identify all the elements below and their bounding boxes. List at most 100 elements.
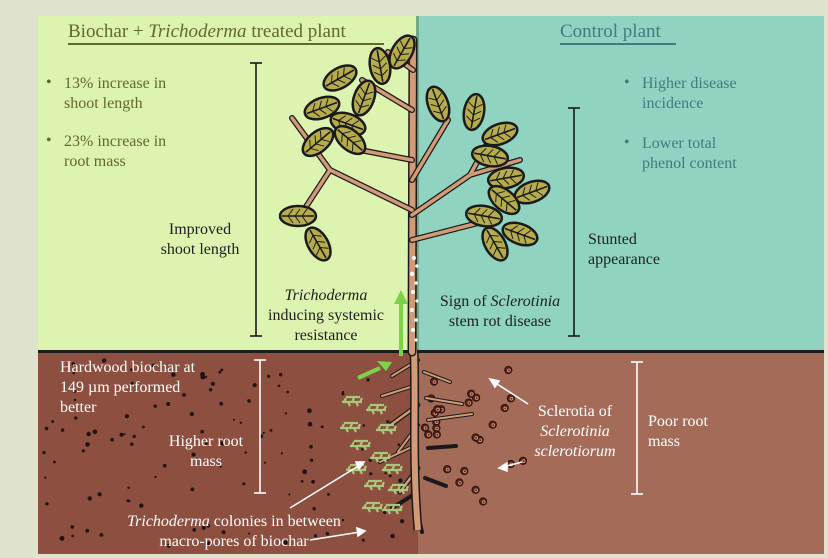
stat-line: shoot length <box>64 94 166 114</box>
sclerotium-body <box>507 395 514 402</box>
biochar-particle <box>200 372 205 377</box>
biochar-particle <box>211 382 215 386</box>
colonies-label: Trichoderma colonies in between macro-po… <box>112 512 356 552</box>
biochar-particle <box>44 477 46 479</box>
sclerotium <box>461 467 468 474</box>
hyphae-cluster <box>362 503 382 512</box>
sclerotium <box>425 431 432 438</box>
biochar-particle <box>309 445 313 449</box>
leaf <box>461 93 487 132</box>
biochar-particle <box>120 433 124 437</box>
poor-root-bar <box>631 362 643 494</box>
hyphae-cluster <box>342 397 362 406</box>
treated-plant-heading: Biochar + Trichoderma treated plant <box>68 20 346 44</box>
biochar-particle <box>386 420 389 423</box>
biochar-particle <box>313 507 316 510</box>
sclerotium-body <box>465 399 472 406</box>
biochar-particle <box>367 378 370 381</box>
control-plant-heading: Control plant <box>560 20 661 44</box>
biochar-particle <box>60 536 65 541</box>
biochar-particle <box>398 479 402 483</box>
sclerotium <box>465 399 472 406</box>
biochar-particle <box>327 493 330 496</box>
biochar-particle <box>126 499 129 502</box>
systemic-resistance-label: Trichoderma inducing systemic resistance <box>262 286 390 346</box>
biochar-particle <box>219 402 223 406</box>
biochar-particle <box>389 474 392 477</box>
biochar-particle <box>233 419 235 421</box>
sclerotium <box>472 486 479 493</box>
label-line: colonies in between <box>210 513 341 530</box>
biochar-particle <box>142 426 145 429</box>
leaf <box>280 206 316 226</box>
stat-line: incidence <box>642 94 737 114</box>
stat-line: phenol content <box>642 154 737 174</box>
leaf <box>348 78 379 119</box>
biochar-particle <box>267 375 270 378</box>
stat-line: Higher disease <box>642 74 737 94</box>
label-line: Hardwood biochar at <box>60 358 195 378</box>
heading-text-rest: treated plant <box>247 21 346 42</box>
disease-incidence-stat: Higher disease incidence <box>642 74 737 114</box>
stat-line: 23% increase in <box>64 132 166 152</box>
hyphae-cluster <box>350 441 370 450</box>
bullet-glyph: • <box>624 134 630 152</box>
sclerotium-body <box>425 431 432 438</box>
label-line: Sclerotia of <box>520 402 630 422</box>
biochar-particle <box>71 525 75 529</box>
biochar-particle <box>88 496 92 500</box>
sclerotium <box>489 421 496 428</box>
biochar-particle <box>321 425 324 428</box>
taproot <box>414 350 418 530</box>
sclerotium-body <box>472 486 479 493</box>
biochar-particle <box>270 429 273 432</box>
leaf <box>300 223 335 264</box>
sclerotia-label: Sclerotia of Sclerotinia sclerotiorum <box>520 402 630 462</box>
hyphae-cluster <box>340 423 360 432</box>
biochar-particle <box>247 399 251 403</box>
biochar-particle <box>123 433 125 435</box>
biochar-particle <box>310 459 313 462</box>
biochar-particle <box>281 452 283 454</box>
biochar-particle <box>400 519 404 523</box>
biochar-particle <box>341 392 344 395</box>
higher-root-bar <box>254 360 266 493</box>
sclerotium-body <box>430 378 437 385</box>
sclerotium <box>472 434 479 441</box>
biochar-particle <box>279 373 282 376</box>
sclerotium <box>505 366 512 373</box>
label-line: inducing systemic <box>262 306 390 326</box>
biochar-particle <box>71 535 74 538</box>
sclerotium-body <box>489 421 496 428</box>
biochar-particle <box>130 443 133 446</box>
biochar-particle <box>139 504 143 508</box>
heading-text: Biochar + <box>68 21 148 42</box>
biochar-particle <box>307 408 312 413</box>
label-line: Improved <box>154 220 246 240</box>
hyphae-cluster <box>366 405 386 414</box>
sclerotium <box>507 395 514 402</box>
label-line: Poor root <box>648 412 708 432</box>
label-line: appearance <box>588 250 660 270</box>
stunted-label: Stunted appearance <box>588 230 660 270</box>
biochar-particle <box>311 480 315 484</box>
biochar-particle <box>209 388 212 391</box>
sclerotium <box>480 498 487 505</box>
sclerotium <box>434 406 441 413</box>
root-mass-stat: 23% increase in root mass <box>64 132 166 172</box>
biochar-particle <box>85 529 89 533</box>
biochar-particle <box>264 462 266 464</box>
label-italic: Sclerotinia <box>491 293 561 310</box>
biochar-particle <box>253 383 257 387</box>
biochar-particle <box>242 482 245 485</box>
phenol-content-stat: Lower total phenol content <box>642 134 737 174</box>
stat-line: 13% increase in <box>64 74 166 94</box>
sclerotium <box>433 424 440 431</box>
hyphae-cluster <box>364 481 384 490</box>
sclerotium-body <box>501 404 508 411</box>
label-line: mass <box>648 432 708 452</box>
biochar-particle <box>61 428 64 431</box>
biochar-particle <box>263 432 265 434</box>
sclerotium-body <box>461 467 468 474</box>
